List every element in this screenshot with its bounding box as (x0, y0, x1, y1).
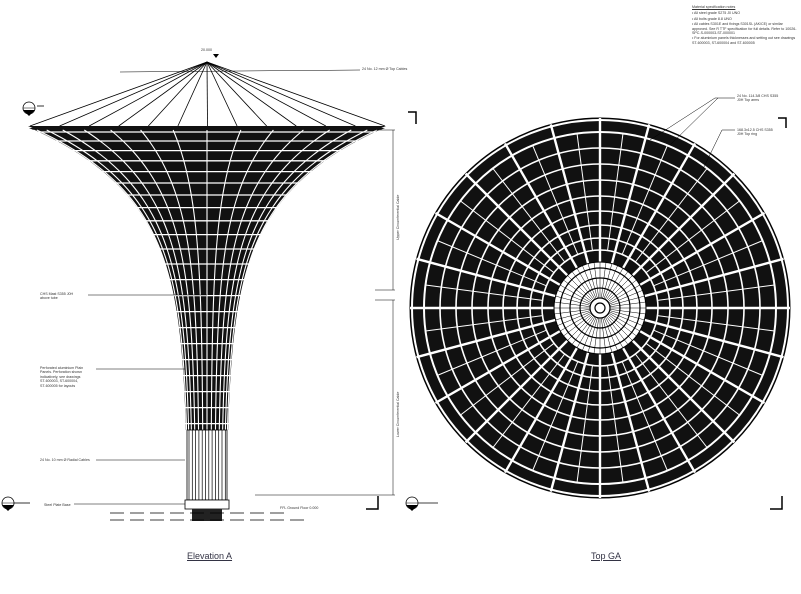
panel-column-line (218, 129, 304, 431)
panel-column-line (224, 129, 352, 431)
panel-divider (437, 240, 547, 287)
top-ring (594, 302, 606, 314)
radial-cables-label: 24 No. 10 mm Ø Radial Cables (40, 458, 90, 462)
foundation-bolts (192, 509, 222, 521)
top-ring (589, 297, 611, 319)
panel-divider (437, 329, 547, 376)
section-arrow (2, 505, 14, 511)
top-cable (206, 61, 208, 127)
panel-divider (532, 361, 579, 471)
dim-upper-label: Upper Circumferential Cable (396, 194, 400, 240)
panel-divider (634, 353, 708, 448)
panel-divider (657, 315, 775, 332)
level-top-label: 20.000 (201, 48, 212, 52)
panel-divider (653, 329, 763, 376)
panel-divider (492, 168, 566, 263)
top-ring-label: 168.3x12.5 CHS S355 J0H Top ring (737, 128, 773, 137)
leader (119, 69, 361, 73)
panel-column-line (210, 129, 242, 431)
top-ring (559, 267, 641, 349)
panel-column-line (110, 129, 196, 431)
panel-column-line (214, 129, 274, 431)
panel-column-line (36, 129, 186, 431)
top-cables-label: 24 No. 12 mm Ø Top Cables (362, 67, 408, 71)
corner-mark (408, 111, 417, 124)
corner-mark (778, 117, 787, 128)
panel-column-line (228, 129, 381, 431)
top-cable (206, 61, 327, 127)
mast-label: CHS Mast S355 J0H above tube (40, 292, 74, 301)
top-cable (148, 61, 208, 127)
panel-divider (460, 200, 555, 274)
panel-column-line (46, 129, 188, 431)
panel-divider (645, 200, 740, 274)
panel-divider (621, 145, 668, 255)
level-marker (213, 54, 219, 58)
panel-column-line (83, 129, 192, 431)
panel-divider (645, 342, 740, 416)
canopy-rim (28, 126, 386, 132)
panel-divider (425, 284, 543, 301)
notes-heading: Material specification notes (692, 5, 736, 9)
panel-column-line (140, 129, 200, 431)
panel-divider (460, 342, 555, 416)
top-cable (88, 61, 208, 127)
top-ring (569, 277, 631, 339)
top-cable (118, 61, 208, 127)
top-cable (206, 61, 267, 127)
panel-column-line (172, 129, 204, 431)
top-cable (206, 61, 356, 127)
section-arrow (406, 505, 418, 511)
material-notes: Material specification notes • All steel… (692, 5, 798, 45)
panel-column-line (62, 129, 190, 431)
top-cable (206, 61, 297, 127)
corner-mark (770, 496, 783, 510)
panel-column-line (222, 129, 331, 431)
elevation-title: Elevation A (187, 551, 233, 561)
top-ring (579, 287, 621, 329)
panel-divider (425, 315, 543, 332)
panel-divider (653, 240, 763, 287)
panel-divider (576, 365, 593, 483)
panel-divider (576, 133, 593, 251)
section-arrow (23, 110, 35, 116)
panel-divider (634, 168, 708, 263)
steel-plate-base (184, 499, 230, 510)
corner-mark (366, 496, 379, 510)
panel-column-line (226, 129, 368, 431)
note-item: • All bolts grade 8.8 UNO (692, 16, 732, 21)
panel-divider (607, 133, 624, 251)
top-cable (206, 61, 238, 127)
note-item: • For aluminium panels thicknesses and s… (692, 36, 796, 45)
note-item: • All steel grade S275 J0 UNO (692, 11, 741, 16)
base-label: Steel Plate Base (44, 503, 71, 507)
top-cable (59, 61, 208, 127)
top-ga-title: Top GA (591, 551, 622, 561)
note-item: • All cables S301E and fixings S301SL (A… (692, 22, 797, 36)
leader (669, 97, 719, 146)
panel-divider (532, 145, 579, 255)
top-cable (206, 61, 386, 127)
panel-divider (607, 365, 624, 483)
panel-divider (657, 284, 775, 301)
mast-column (186, 429, 228, 501)
leader (699, 129, 723, 176)
top-cable (29, 61, 208, 127)
panel-divider (492, 353, 566, 448)
panels-label: Perforated aluminium Plain Panels. Perfo… (40, 366, 84, 388)
panel-divider (621, 361, 668, 471)
top-cable (177, 61, 208, 127)
top-arms-label: 24 No. 114.3/8 CHS S355 J0H Top arms (737, 94, 779, 103)
leader (649, 97, 716, 141)
dim-lower-label: Lower Circumferential Cable (396, 391, 400, 437)
ground-level-label: FFL Ground Floor 0.000 (280, 506, 319, 510)
